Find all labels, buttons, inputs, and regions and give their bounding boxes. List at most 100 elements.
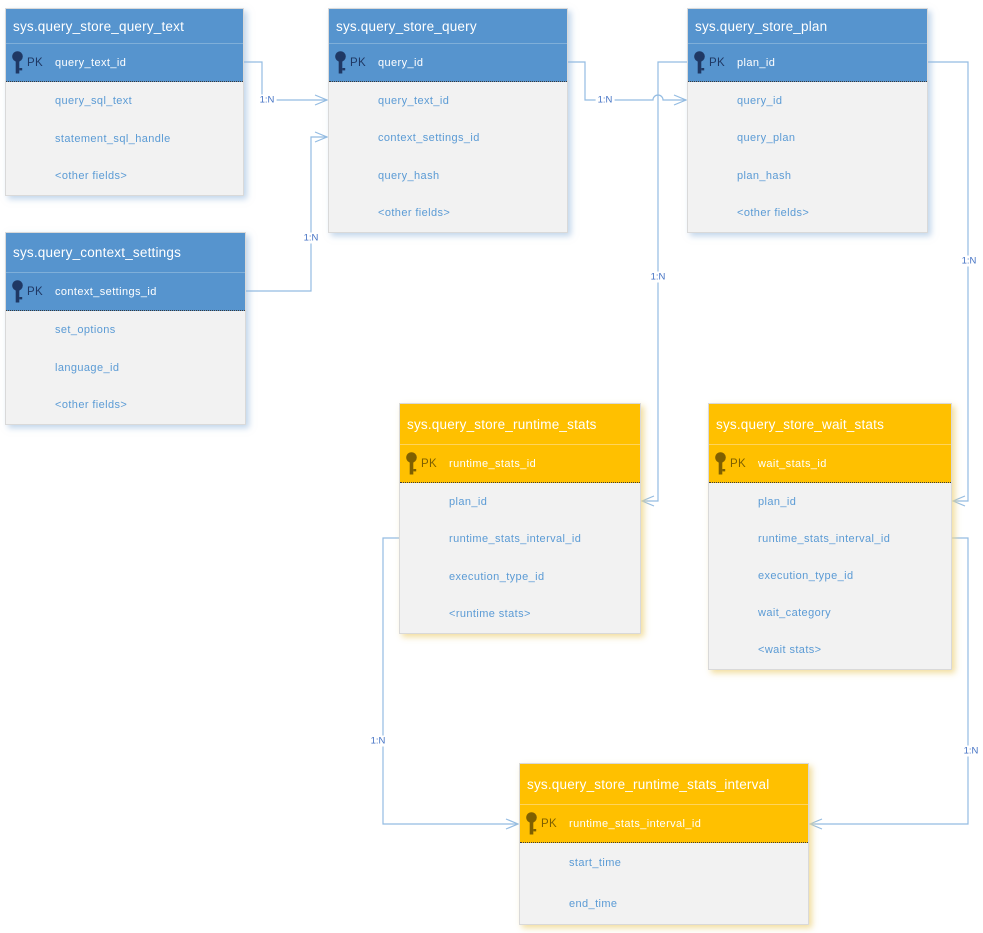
relationship-line bbox=[382, 537, 518, 825]
field-row: statement_sql_handle bbox=[6, 120, 243, 158]
field-name: plan_hash bbox=[737, 169, 792, 182]
pk-field-name: query_text_id bbox=[55, 56, 127, 69]
table-header: sys.query_store_query bbox=[329, 9, 567, 44]
primary-key-icon bbox=[12, 50, 23, 73]
field-row: query_sql_text bbox=[6, 82, 243, 120]
table-title: sys.query_store_runtime_stats_interval bbox=[527, 776, 770, 792]
pk-field-name: runtime_stats_id bbox=[449, 457, 537, 470]
field-name: set_options bbox=[55, 323, 116, 336]
table-title: sys.query_store_query bbox=[336, 18, 477, 34]
relationship-line bbox=[244, 61, 327, 101]
pk-badge: PK bbox=[730, 457, 746, 470]
field-row: query_id bbox=[688, 82, 927, 120]
pk-field-name: query_id bbox=[378, 56, 424, 69]
field-row: query_plan bbox=[688, 120, 927, 158]
relationship-line bbox=[928, 61, 969, 502]
pk-badge: PK bbox=[350, 56, 366, 69]
table-title: sys.query_store_wait_stats bbox=[716, 416, 885, 432]
pk-badge: PK bbox=[709, 56, 725, 69]
field-row: set_options bbox=[6, 311, 245, 349]
cardinality-label: 1:N bbox=[959, 255, 979, 267]
primary-key-icon bbox=[12, 279, 23, 302]
table-header: sys.query_store_plan bbox=[688, 9, 927, 44]
pk-badge: PK bbox=[27, 285, 43, 298]
field-name: start_time bbox=[569, 857, 622, 870]
primary-key-row: PK query_text_id bbox=[6, 44, 243, 82]
cardinality-label: 1:N bbox=[961, 745, 981, 757]
field-name: query_text_id bbox=[378, 94, 450, 107]
field-row: execution_type_id bbox=[709, 557, 951, 594]
field-name: <other fields> bbox=[55, 399, 128, 412]
cardinality-label: 1:N bbox=[301, 232, 321, 244]
arrowhead-icon bbox=[314, 94, 329, 106]
field-row: query_text_id bbox=[329, 82, 567, 120]
cardinality-label: 1:N bbox=[648, 271, 668, 283]
field-row: plan_id bbox=[709, 483, 951, 520]
field-name: context_settings_id bbox=[378, 132, 480, 145]
pk-field-name: context_settings_id bbox=[55, 285, 157, 298]
field-name: plan_id bbox=[449, 495, 488, 508]
field-name: language_id bbox=[55, 361, 120, 374]
field-row: <runtime stats> bbox=[400, 596, 640, 634]
cardinality-label: 1:N bbox=[595, 94, 615, 106]
field-name: query_id bbox=[737, 94, 783, 107]
pk-badge: PK bbox=[541, 817, 557, 830]
primary-key-icon bbox=[335, 50, 346, 73]
table-header: sys.query_store_wait_stats bbox=[709, 404, 951, 445]
field-row: context_settings_id bbox=[329, 120, 567, 158]
field-row: wait_category bbox=[709, 595, 951, 632]
field-row: runtime_stats_interval_id bbox=[400, 521, 640, 559]
table-header: sys.query_store_query_text bbox=[6, 9, 243, 44]
pk-badge: PK bbox=[27, 56, 43, 69]
field-name: query_hash bbox=[378, 169, 440, 182]
field-row: plan_hash bbox=[688, 157, 927, 195]
table-header: sys.query_context_settings bbox=[6, 233, 245, 273]
arrowhead-icon bbox=[808, 818, 823, 830]
field-row: runtime_stats_interval_id bbox=[709, 520, 951, 557]
field-name: runtime_stats_interval_id bbox=[758, 532, 891, 545]
primary-key-row: PK context_settings_id bbox=[6, 273, 245, 311]
pk-field-name: runtime_stats_interval_id bbox=[569, 817, 702, 830]
relationship-line bbox=[246, 136, 327, 292]
field-name: <other fields> bbox=[737, 207, 810, 220]
field-row: <wait stats> bbox=[709, 632, 951, 669]
field-row: language_id bbox=[6, 349, 245, 387]
primary-key-icon bbox=[694, 50, 705, 73]
field-name: <other fields> bbox=[378, 207, 451, 220]
field-row: <other fields> bbox=[6, 157, 243, 195]
primary-key-icon bbox=[526, 811, 537, 834]
field-name: statement_sql_handle bbox=[55, 132, 171, 145]
table-title: sys.query_store_query_text bbox=[13, 18, 185, 34]
field-row: <other fields> bbox=[6, 386, 245, 424]
field-name: query_sql_text bbox=[55, 94, 133, 107]
table-title: sys.query_store_runtime_stats bbox=[407, 416, 597, 432]
field-name: <wait stats> bbox=[758, 644, 822, 657]
table-title: sys.query_context_settings bbox=[13, 245, 182, 260]
primary-key-row: PK plan_id bbox=[688, 44, 927, 82]
field-row: <other fields> bbox=[329, 195, 567, 233]
field-name: runtime_stats_interval_id bbox=[449, 533, 582, 546]
primary-key-icon bbox=[715, 451, 726, 474]
field-row: plan_id bbox=[400, 483, 640, 521]
arrowhead-icon bbox=[505, 818, 520, 830]
cardinality-label: 1:N bbox=[257, 94, 277, 106]
pk-field-name: wait_stats_id bbox=[758, 457, 827, 470]
primary-key-row: PK runtime_stats_interval_id bbox=[520, 805, 808, 843]
cardinality-label: 1:N bbox=[368, 735, 388, 747]
table-header: sys.query_store_runtime_stats_interval bbox=[520, 764, 808, 805]
pk-field-name: plan_id bbox=[737, 56, 776, 69]
field-name: end_time bbox=[569, 897, 618, 910]
primary-key-row: PK wait_stats_id bbox=[709, 445, 951, 483]
field-name: <other fields> bbox=[55, 170, 128, 183]
relationship-line bbox=[568, 61, 686, 101]
primary-key-row: PK query_id bbox=[329, 44, 567, 82]
field-name: <runtime stats> bbox=[449, 608, 531, 621]
